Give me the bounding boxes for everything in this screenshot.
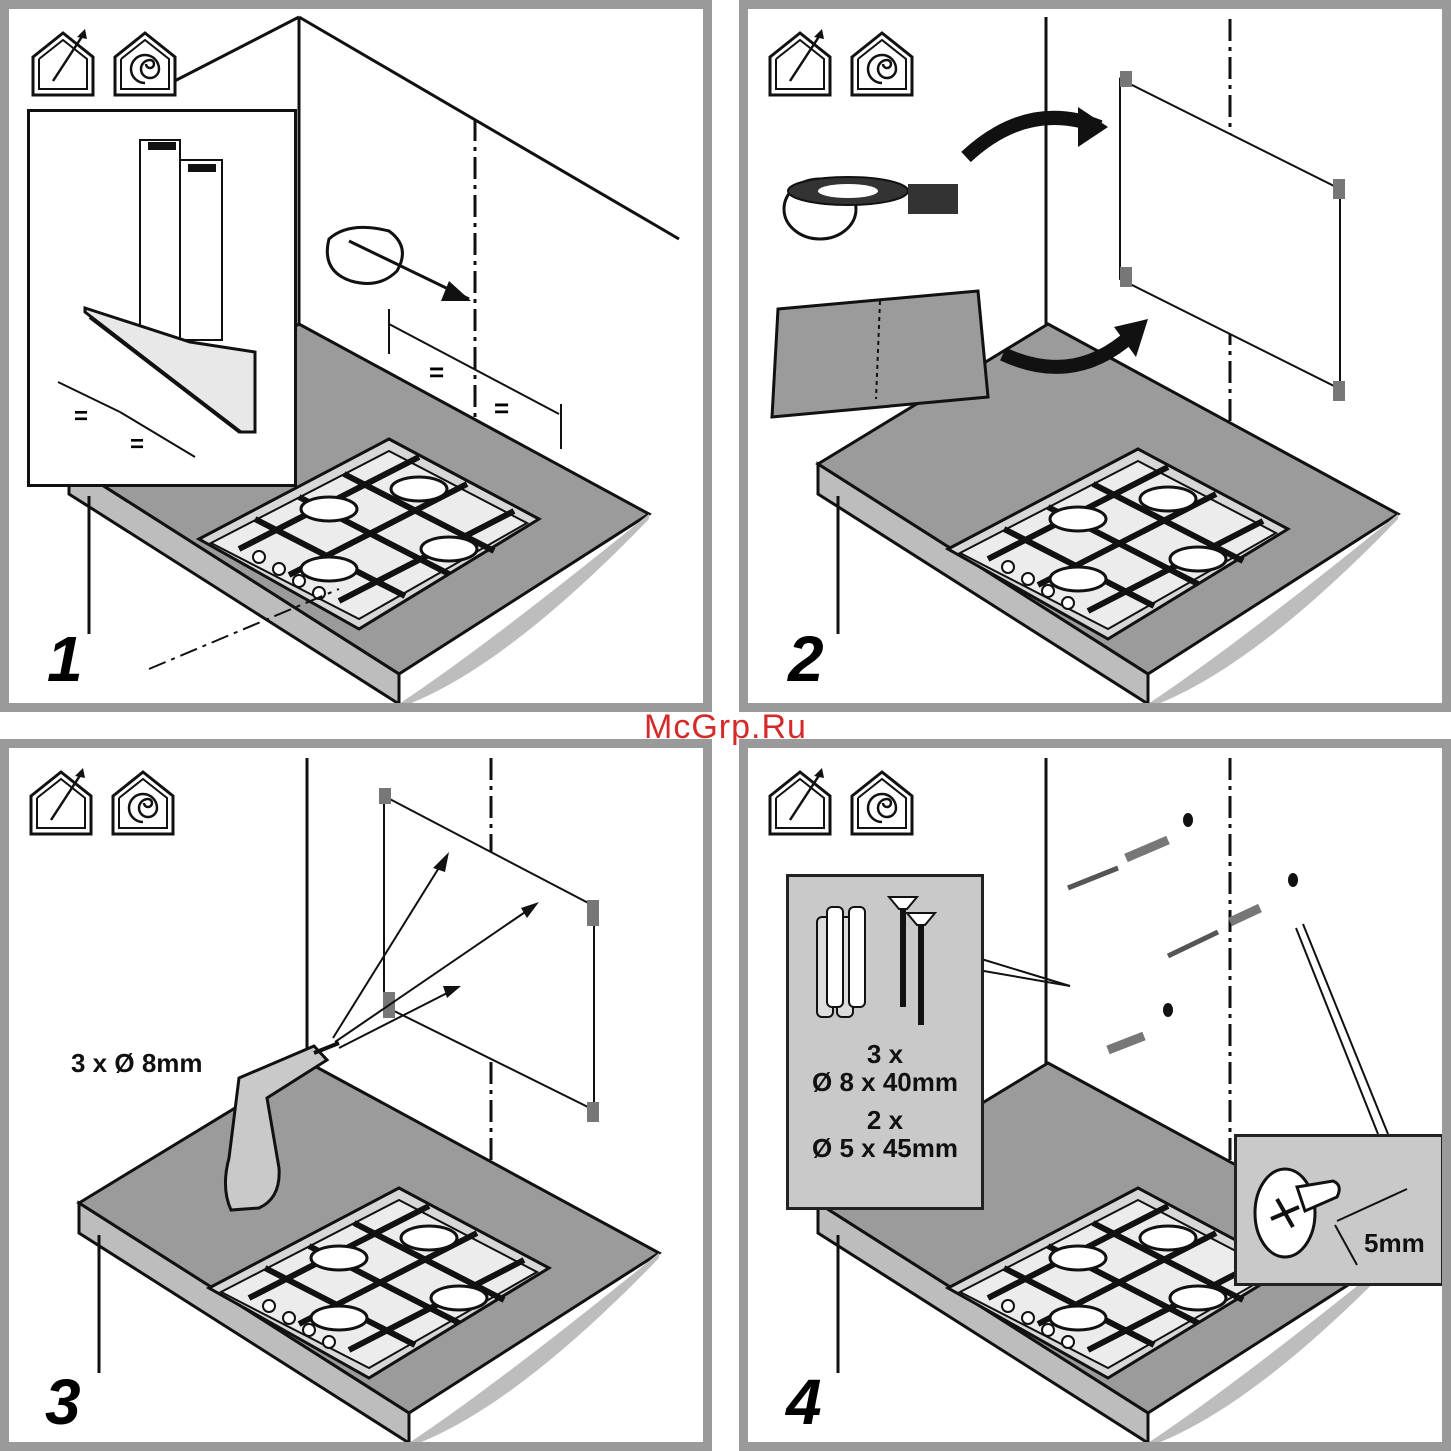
svg-text:=: = — [429, 357, 444, 387]
plug-quantity: 3 x — [789, 1041, 981, 1067]
screw-gap-illustration — [1237, 1137, 1441, 1283]
recirculation-mode-icon — [115, 33, 175, 95]
icon-row — [31, 29, 191, 109]
wall-plugs-and-screws-illustration — [789, 877, 981, 1037]
step-number: 1 — [47, 627, 83, 691]
step-3-panel: 3 x Ø 8mm 3 — [0, 739, 712, 1451]
plug-size: Ø 8 x 40mm — [789, 1069, 981, 1095]
cooker-hood-illustration: = = — [30, 112, 294, 484]
step-number: 2 — [788, 627, 824, 691]
step-4-panel: 3 x Ø 8 x 40mm 2 x Ø 5 x 45mm 5mm 4 — [739, 739, 1451, 1451]
gap-label: 5mm — [1364, 1230, 1425, 1256]
screw-size: Ø 5 x 45mm — [789, 1135, 981, 1161]
inset-box: = = — [27, 109, 297, 487]
exhaust-mode-icon — [31, 768, 91, 834]
step-3-illustration — [9, 748, 712, 1451]
svg-text:=: = — [494, 393, 509, 423]
step-2-panel: 2 — [739, 0, 1451, 712]
recirculation-mode-icon — [852, 33, 912, 95]
step-2-illustration — [748, 9, 1451, 712]
exhaust-mode-icon — [770, 29, 830, 95]
recirculation-mode-icon — [113, 772, 173, 834]
svg-text:=: = — [130, 431, 144, 458]
step-number: 4 — [786, 1370, 822, 1434]
drill-size-label: 3 x Ø 8mm — [71, 1050, 203, 1076]
svg-text:=: = — [74, 403, 88, 430]
step-number: 3 — [45, 1370, 81, 1434]
icon-row — [29, 768, 189, 848]
recirculation-mode-icon — [852, 772, 912, 834]
step-1-panel: = = = = 1 — [0, 0, 712, 712]
icon-row — [768, 768, 928, 848]
fixings-box: 3 x Ø 8 x 40mm 2 x Ø 5 x 45mm — [786, 874, 984, 1210]
icon-row — [768, 29, 928, 109]
exhaust-mode-icon — [770, 768, 830, 834]
screw-detail-box — [1234, 1134, 1444, 1286]
screw-quantity: 2 x — [789, 1107, 981, 1133]
watermark: McGrp.Ru — [0, 708, 1451, 747]
exhaust-mode-icon — [33, 29, 93, 95]
